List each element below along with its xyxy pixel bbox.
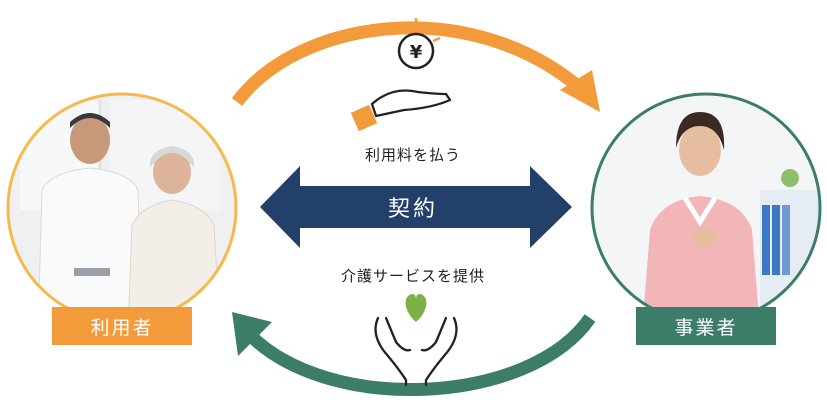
care-label: 介護サービスを提供 [340, 267, 485, 285]
business-label: 事業者 [674, 316, 738, 339]
yen-coin-hand-icon: ¥ [350, 18, 452, 132]
user-label: 利用者 [90, 316, 154, 339]
payment-label: 利用料を払う [364, 146, 461, 164]
care-arrow [232, 312, 596, 396]
user-photo-icon [6, 92, 238, 324]
heart-hands-icon [374, 294, 458, 387]
business-label-bg [636, 307, 776, 345]
contract-label: 契約 [387, 197, 438, 222]
business-photo-icon [590, 92, 822, 324]
contract-double-arrow [260, 166, 572, 248]
payment-arrow [231, 21, 600, 112]
user-label-bg [52, 307, 192, 345]
svg-text:¥: ¥ [410, 42, 423, 63]
